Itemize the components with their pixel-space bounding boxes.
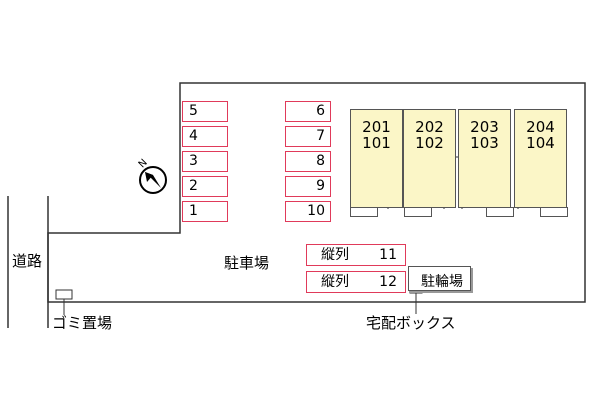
unit-upper: 201 [362,118,391,136]
unit-upper: 202 [415,118,444,136]
parking-space: 10 [285,201,331,222]
unit-step [540,207,568,217]
parking-space: 5 [182,101,228,122]
unit-block: 204 104 [514,109,567,208]
bicycle-parking: 駐輪場 [408,266,471,291]
tandem-slot: 縦列 12 [306,271,406,293]
garbage-box [55,289,73,300]
unit-lower: 103 [470,134,499,152]
parking-space: 3 [182,151,228,172]
north-arrow-icon: N [137,157,167,194]
parking-space: 7 [285,126,331,147]
unit-lower: 104 [526,134,555,152]
tandem-number: 12 [379,274,397,290]
tandem-slot: 縦列 11 [306,244,406,266]
parking-space: 6 [285,101,331,122]
unit-step [350,207,378,217]
road-label: 道路 [12,252,43,270]
parking-label: 駐車場 [224,254,270,272]
parking-space: 4 [182,126,228,147]
delivery-box-label: 宅配ボックス [366,314,456,332]
unit-upper: 204 [526,118,555,136]
unit-block: 203 103 [458,109,511,208]
bicycle-parking-label: 駐輪場 [421,274,463,290]
tandem-number: 11 [379,247,397,263]
unit-block: 201 101 [350,109,403,208]
unit-lower: 101 [362,134,391,152]
tandem-kind: 縦列 [321,274,349,290]
tandem-kind: 縦列 [321,247,349,263]
lot-boundary [47,82,586,303]
parking-space: 1 [182,201,228,222]
parking-space: 9 [285,176,331,197]
unit-upper: 203 [470,118,499,136]
unit-step [404,207,432,217]
garbage-label: ゴミ置場 [52,314,113,332]
unit-step [486,207,514,217]
parking-space: 8 [285,151,331,172]
unit-lower: 102 [415,134,444,152]
unit-block: 202 102 [403,109,456,208]
parking-space: 2 [182,176,228,197]
